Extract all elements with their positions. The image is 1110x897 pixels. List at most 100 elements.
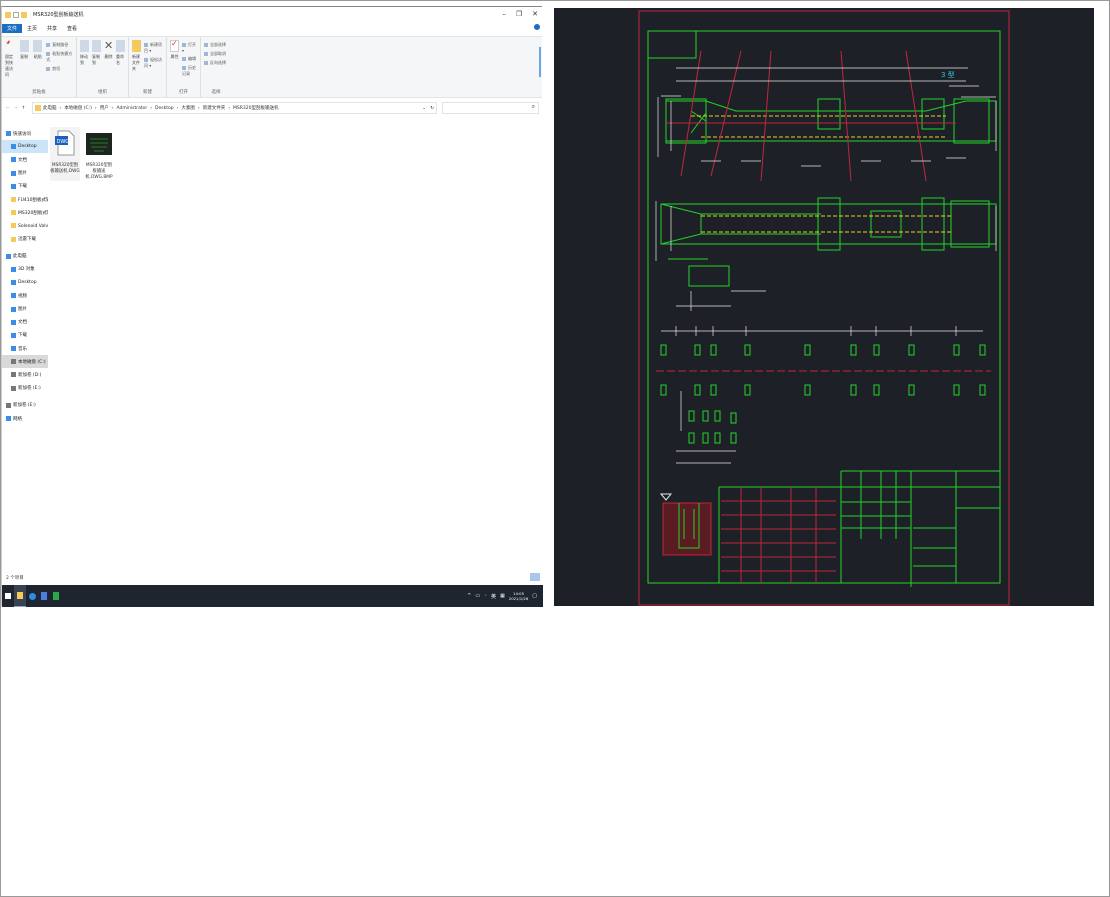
network-icon[interactable]: ▭ — [475, 593, 481, 599]
new-group: 新建文件夹 新建项目 ▾ 轻松访问 ▾ 新建 — [129, 37, 167, 97]
nav-item[interactable]: 视频 — [2, 289, 48, 302]
easy-access-button[interactable]: 轻松访问 ▾ — [144, 57, 163, 68]
edit-button[interactable]: 编辑 — [182, 56, 197, 62]
nav-item[interactable]: 新加卷 (E:) — [2, 399, 48, 412]
select-all-button[interactable]: 全部选择 — [204, 42, 226, 48]
back-button[interactable]: ← — [6, 105, 10, 111]
pin-button[interactable]: 📌固定到快速访问 — [5, 40, 13, 77]
taskbar-browser[interactable] — [26, 585, 38, 607]
breadcrumb[interactable]: Desktop — [155, 105, 174, 111]
status-bar-count: 2 个项目 — [6, 576, 24, 581]
copy-to-button[interactable]: 复制到 — [92, 40, 101, 97]
nav-item[interactable]: 此电脑 — [2, 250, 48, 263]
quick-access-toolbar[interactable] — [13, 11, 19, 18]
taskbar-document[interactable] — [38, 585, 50, 607]
tab-view[interactable]: 查看 — [67, 25, 78, 32]
nav-item[interactable]: 文档 — [2, 316, 48, 329]
nav-item[interactable]: 下载 — [2, 329, 48, 342]
invert-selection-button[interactable]: 反向选择 — [204, 60, 226, 66]
rail-support — [873, 384, 880, 396]
nav-item[interactable]: 图片 — [2, 167, 48, 180]
paste-shortcut-button[interactable]: 粘贴快捷方式 — [46, 51, 73, 62]
copy-path-button[interactable]: 复制路径 — [46, 42, 73, 48]
address-bar[interactable]: 此电脑› 本地磁盘 (C:)› 用户› Administrator› Deskt… — [32, 102, 437, 114]
rail-support — [908, 384, 915, 396]
nav-item[interactable]: MS320刮板式输送机 — [2, 206, 48, 219]
volume-icon[interactable]: ◦ — [484, 593, 488, 599]
3d-icon — [11, 266, 16, 272]
open-button[interactable]: 打开 ▾ — [182, 42, 196, 53]
help-icon[interactable] — [534, 24, 540, 30]
history-button[interactable]: 历史记录 — [182, 65, 196, 76]
taskbar-explorer[interactable] — [14, 585, 26, 607]
title-bar: MSR320型刮板输送机 – ❐ ✕ — [2, 7, 542, 22]
cut-button[interactable]: 剪切 — [46, 66, 73, 72]
rail-support — [979, 384, 986, 396]
view-toggle-icons[interactable] — [530, 573, 540, 581]
search-input[interactable]: ⌕ — [442, 102, 539, 114]
desktop-icon — [11, 144, 16, 150]
up-button[interactable]: ↑ — [21, 105, 26, 111]
pin-icon: 📌 — [5, 40, 11, 45]
nav-item[interactable]: FU410刮板式输送机 — [2, 193, 48, 206]
ime-indicator[interactable]: 英 — [491, 593, 497, 600]
dimension-lines — [657, 67, 997, 167]
forward-button[interactable]: → — [13, 105, 18, 111]
svg-text:DWG: DWG — [57, 139, 70, 145]
tab-file[interactable]: 文件 — [2, 23, 23, 33]
breadcrumb[interactable]: MSR320型刮板输送机 — [233, 106, 279, 111]
nav-item[interactable]: Solenoid Valve阀 — [2, 219, 48, 232]
desktop-icon — [11, 280, 16, 286]
close-button[interactable]: ✕ — [532, 10, 538, 18]
notification-icon[interactable]: ▢ — [532, 593, 537, 599]
rename-button[interactable]: 重命名 — [116, 40, 125, 97]
tray-chevron-icon[interactable]: ^ — [467, 593, 472, 599]
file-item-dwg[interactable]: DWG MSR320型刮板输送机.DWG — [50, 127, 80, 181]
nav-item[interactable]: 3D 对象 — [2, 263, 48, 276]
rail-support — [804, 384, 811, 396]
paste-button[interactable]: 粘贴 — [32, 40, 43, 97]
breadcrumb[interactable]: 大素图 — [181, 106, 195, 111]
delete-button[interactable]: ✕删除 — [104, 39, 114, 60]
breadcrumb[interactable]: Administrator — [116, 105, 148, 111]
maximize-button[interactable]: ❐ — [515, 10, 523, 18]
history-dropdown-icon[interactable]: ⌄ — [422, 105, 426, 111]
breadcrumb[interactable]: 新建文件夹 — [202, 106, 226, 111]
tab-share[interactable]: 共享 — [47, 25, 58, 32]
move-to-button[interactable]: 移动到 — [80, 40, 89, 97]
select-none-button[interactable]: 全部取消 — [204, 51, 226, 57]
folder-icon — [11, 197, 16, 203]
pic-icon — [11, 306, 16, 312]
nav-item[interactable]: 文档 — [2, 153, 48, 166]
start-button[interactable] — [2, 585, 14, 607]
file-item-bmp[interactable]: MSR320型刮板输送机.DWG.BMP — [84, 127, 114, 181]
minimize-button[interactable]: – — [502, 10, 506, 18]
properties-button[interactable]: ✓属性 — [170, 39, 179, 59]
nav-item[interactable]: 图片 — [2, 302, 48, 315]
copy-button[interactable]: 复制 — [19, 40, 30, 97]
nav-item[interactable]: Desktop — [2, 276, 48, 289]
refresh-icon[interactable]: ↻ — [430, 105, 434, 111]
nav-item[interactable]: 新加卷 (E:) — [2, 382, 48, 395]
tab-home[interactable]: 主页 — [27, 25, 38, 32]
keyboard-icon[interactable]: ▦ — [500, 593, 505, 599]
breadcrumb[interactable]: 本地磁盘 (C:) — [64, 106, 92, 111]
taskbar-spreadsheet[interactable] — [50, 585, 62, 607]
nav-item[interactable]: 网络 — [2, 412, 48, 425]
new-folder-icon — [132, 40, 141, 52]
nav-item[interactable]: Desktop — [2, 140, 48, 154]
breadcrumb[interactable]: 此电脑 — [43, 106, 57, 111]
nav-item[interactable]: 下载 — [2, 180, 48, 193]
new-folder-button[interactable]: 新建文件夹 — [132, 40, 141, 97]
nav-item[interactable]: 快速访问 — [2, 127, 48, 140]
spreadsheet-icon — [53, 592, 59, 600]
ribbon-scrollbar[interactable] — [539, 47, 541, 77]
nav-item[interactable]: 迅雷下载 — [2, 233, 48, 246]
nav-item[interactable]: 音乐 — [2, 342, 48, 355]
nav-item-label: 图片 — [18, 171, 27, 177]
nav-item[interactable]: 新加卷 (D:) — [2, 368, 48, 381]
breadcrumb[interactable]: 用户 — [99, 106, 109, 111]
new-item-button[interactable]: 新建项目 ▾ — [144, 42, 163, 53]
nav-item[interactable]: 本地磁盘 (C:) — [2, 355, 48, 369]
